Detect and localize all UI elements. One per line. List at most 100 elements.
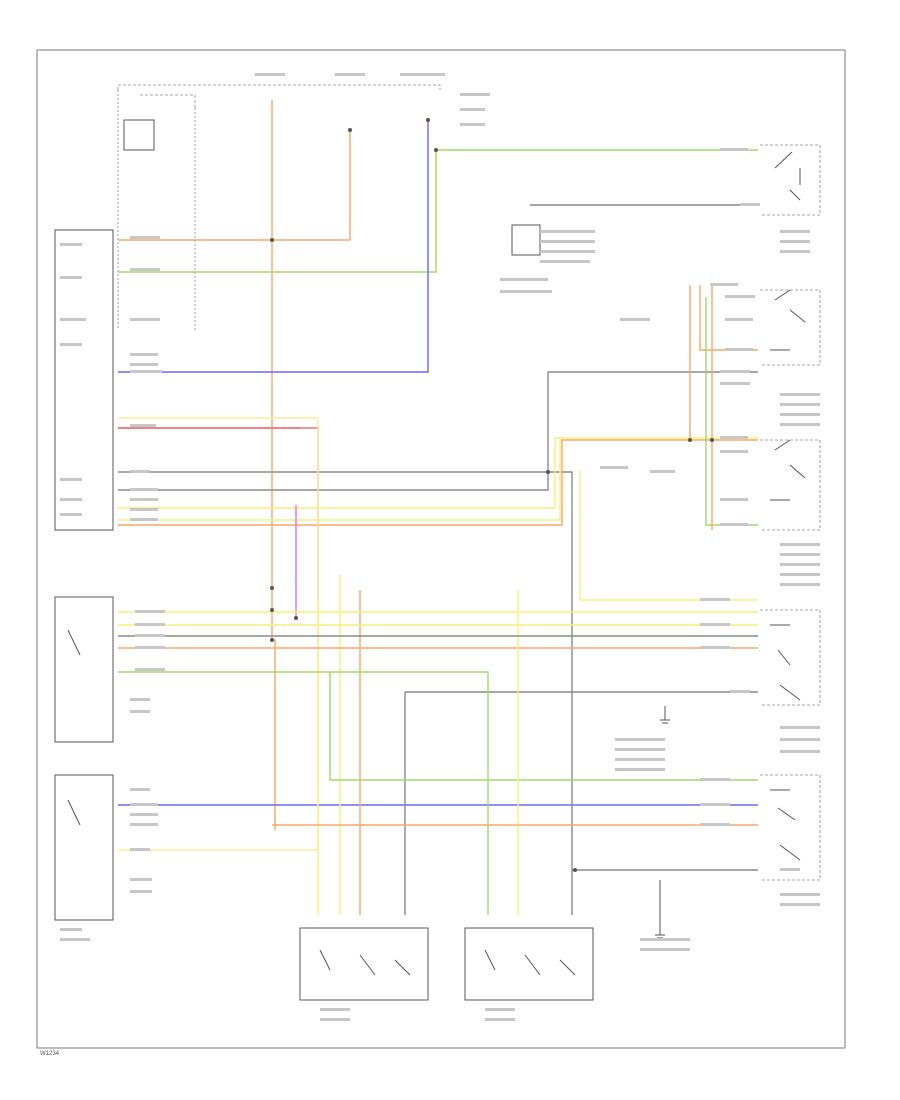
label-mark xyxy=(130,470,150,473)
wire-orange xyxy=(689,285,713,530)
label-mark xyxy=(650,470,675,473)
wire-orange xyxy=(118,130,351,830)
wire-red xyxy=(118,427,319,600)
splice-points xyxy=(270,118,714,872)
wire-green xyxy=(705,297,758,526)
label-mark xyxy=(320,1008,350,1011)
label-mark xyxy=(730,690,750,693)
label-mark xyxy=(320,1018,350,1021)
diagram-frame xyxy=(36,49,846,1049)
label-mark xyxy=(130,236,160,239)
label-mark xyxy=(700,623,730,626)
label-mark xyxy=(725,318,753,321)
label-mark xyxy=(60,478,82,481)
label-mark xyxy=(700,598,730,601)
wire-gray xyxy=(118,371,758,491)
label-mark xyxy=(540,260,590,263)
label-mark xyxy=(130,518,158,521)
label-mark xyxy=(780,563,820,566)
label-mark xyxy=(130,788,150,791)
label-mark xyxy=(710,283,738,286)
wire-green xyxy=(118,149,758,273)
wire-gray xyxy=(404,691,758,915)
label-mark xyxy=(780,423,820,426)
switch-glyphs xyxy=(67,151,806,976)
splice-dot xyxy=(348,128,352,132)
control-module-connector xyxy=(54,229,114,921)
label-mark xyxy=(615,748,665,751)
label-mark xyxy=(60,928,82,931)
wire-yellow xyxy=(317,575,341,915)
label-mark xyxy=(540,240,595,243)
label-mark xyxy=(720,523,748,526)
label-mark xyxy=(780,583,820,586)
splice-dot xyxy=(270,608,274,612)
wire-orange xyxy=(699,285,758,351)
label-mark xyxy=(255,73,285,76)
label-mark xyxy=(720,450,748,453)
label-mark xyxy=(640,938,690,941)
label-mark xyxy=(725,348,753,351)
label-mark xyxy=(60,243,82,246)
label-mark xyxy=(615,758,665,761)
label-mark xyxy=(130,803,158,806)
label-mark xyxy=(700,823,730,826)
label-mark xyxy=(335,73,365,76)
label-mark xyxy=(130,488,158,491)
splice-dot xyxy=(688,438,692,442)
wire-labels xyxy=(60,73,820,1021)
splice-dot xyxy=(294,616,298,620)
label-mark xyxy=(700,803,730,806)
label-mark xyxy=(780,393,820,396)
label-mark xyxy=(400,73,445,76)
label-mark xyxy=(130,370,162,373)
wire-orange xyxy=(118,590,758,915)
label-mark xyxy=(485,1018,515,1021)
right-components xyxy=(299,144,821,1001)
label-mark xyxy=(130,498,158,501)
label-mark xyxy=(135,646,165,649)
label-mark xyxy=(130,823,158,826)
label-mark xyxy=(130,698,150,701)
diagram-code: W1234 xyxy=(40,1051,60,1057)
wire-green xyxy=(118,671,758,915)
label-mark xyxy=(720,498,748,501)
label-mark xyxy=(780,403,820,406)
label-mark xyxy=(780,738,820,741)
label-mark xyxy=(780,543,820,546)
splice-dot xyxy=(434,148,438,152)
label-mark xyxy=(720,436,748,439)
label-mark xyxy=(130,268,160,271)
wire-yellow xyxy=(118,611,758,626)
wires xyxy=(118,100,758,915)
label-mark xyxy=(600,466,628,469)
label-mark xyxy=(130,813,158,816)
label-mark xyxy=(620,318,650,321)
label-mark xyxy=(130,710,150,713)
label-mark xyxy=(725,295,755,298)
label-mark xyxy=(720,382,750,385)
splice-dot xyxy=(710,438,714,442)
label-mark xyxy=(720,148,748,151)
label-mark xyxy=(135,634,165,637)
label-mark xyxy=(780,240,810,243)
label-mark xyxy=(130,508,158,511)
splice-dot xyxy=(546,470,550,474)
splice-dot xyxy=(270,238,274,242)
label-mark xyxy=(130,848,150,851)
label-mark xyxy=(60,318,86,321)
label-mark xyxy=(780,750,820,753)
wire-gray xyxy=(118,471,573,915)
label-mark xyxy=(130,890,152,893)
label-mark xyxy=(135,610,165,613)
label-mark xyxy=(780,903,820,906)
label-mark xyxy=(500,290,552,293)
label-mark xyxy=(740,203,760,206)
label-mark xyxy=(130,424,156,427)
splice-dot xyxy=(270,586,274,590)
label-mark xyxy=(60,938,90,941)
splice-dot xyxy=(426,118,430,122)
label-mark xyxy=(780,726,820,729)
label-mark xyxy=(780,553,820,556)
